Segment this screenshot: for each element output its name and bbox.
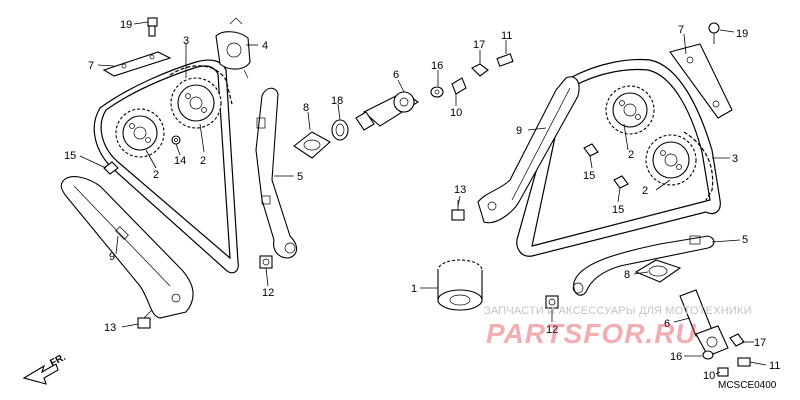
callout-numbers: 19 3 4 7 17 11 16 6 10 8 18 15 14 2 2 5 … xyxy=(64,19,780,382)
callout-15-left: 15 xyxy=(64,150,76,162)
callout-2-right-b: 2 xyxy=(642,185,648,197)
washer-17-top[interactable] xyxy=(471,63,489,77)
front-direction-arrow xyxy=(22,363,59,385)
callout-19-left: 19 xyxy=(120,19,132,31)
callout-2-left-b: 2 xyxy=(200,155,206,167)
tensioner-lifter-6-top[interactable] xyxy=(355,91,419,131)
o-ring-18[interactable] xyxy=(331,119,349,141)
bolt-15-right-a[interactable] xyxy=(583,143,599,157)
chain-guide-top-right[interactable] xyxy=(669,43,733,119)
callout-13-right: 13 xyxy=(454,184,466,196)
callout-8-right: 8 xyxy=(624,269,630,281)
callout-19-right: 19 xyxy=(736,28,748,40)
chain-guide-9-left[interactable] xyxy=(60,176,194,319)
chain-segment-3-right xyxy=(683,131,714,201)
bolt-10-right[interactable] xyxy=(717,367,729,377)
bolt-11-right[interactable] xyxy=(737,357,751,367)
callout-2-right-a: 2 xyxy=(628,149,634,161)
washer-17-right[interactable] xyxy=(729,333,745,347)
callout-10-top: 10 xyxy=(450,107,462,119)
bolt-10-top[interactable] xyxy=(451,77,467,95)
callout-5-right: 5 xyxy=(742,234,748,246)
callout-4: 4 xyxy=(262,40,268,52)
cam-chain-left[interactable] xyxy=(93,59,239,274)
callout-12-left: 12 xyxy=(262,287,274,299)
chain-segment-3-left xyxy=(169,65,233,105)
bolt-13-left[interactable] xyxy=(137,309,153,329)
callout-13-left: 13 xyxy=(104,322,116,334)
callout-1: 1 xyxy=(411,283,417,295)
cam-sprocket-right-upper[interactable] xyxy=(605,85,655,135)
callout-11-top: 11 xyxy=(501,30,512,42)
washer-16-right[interactable] xyxy=(702,350,714,360)
diagram-code: MCSCE0400 xyxy=(718,380,777,391)
bolt-19-right[interactable] xyxy=(708,22,720,44)
callout-3-left: 3 xyxy=(183,35,189,47)
bolt-11-top[interactable] xyxy=(496,53,514,67)
callout-15-right-a: 15 xyxy=(583,170,595,182)
callout-2-left-a: 2 xyxy=(153,169,159,181)
chain-guide-9-right[interactable] xyxy=(477,76,580,224)
callout-7-right: 7 xyxy=(678,24,684,36)
crank-sprocket-1[interactable] xyxy=(437,259,483,311)
callout-12-right: 12 xyxy=(546,324,558,336)
callout-16-top: 16 xyxy=(431,60,443,72)
callout-10-right: 10 xyxy=(703,370,715,382)
tensioner-arm-5-right[interactable] xyxy=(572,235,715,296)
callout-8-top: 8 xyxy=(303,102,309,114)
callout-14: 14 xyxy=(174,155,186,167)
callout-16-right: 16 xyxy=(670,351,682,363)
callout-17-right: 17 xyxy=(754,337,766,349)
leader-lines xyxy=(79,21,767,375)
callout-11-right: 11 xyxy=(769,360,780,372)
watermark-brand: PARTSFOR.RU xyxy=(486,318,697,349)
callout-5-left: 5 xyxy=(297,171,303,183)
bolt-15-right-b[interactable] xyxy=(613,175,629,189)
chain-guide-top-left[interactable] xyxy=(102,51,172,77)
tensioner-lifter-6-right[interactable] xyxy=(679,289,729,357)
callout-15-right-b: 15 xyxy=(612,204,624,216)
cam-chain-left-inner xyxy=(100,65,231,260)
callout-18: 18 xyxy=(331,95,343,107)
plate-4[interactable] xyxy=(215,17,251,79)
cam-sprocket-left-upper[interactable] xyxy=(170,77,222,129)
callout-17-top: 17 xyxy=(473,39,485,51)
washer-16-top[interactable] xyxy=(430,86,444,98)
bolt-13-right[interactable] xyxy=(451,200,465,221)
gasket-8-right[interactable] xyxy=(634,259,682,283)
watermark-text: ЗАПЧАСТИ И АКСЕССУАРЫ ДЛЯ МОТОТЕХНИКИ xyxy=(484,305,752,317)
gasket-8-top[interactable] xyxy=(293,131,331,159)
bolt-14[interactable] xyxy=(171,135,181,145)
callout-7-left: 7 xyxy=(88,60,94,72)
callout-9-right: 9 xyxy=(516,125,522,137)
cam-sprocket-left-lower[interactable] xyxy=(115,108,165,158)
callout-6-top: 6 xyxy=(393,69,399,81)
callout-6-right: 6 xyxy=(664,318,670,330)
bolt-19-left[interactable] xyxy=(147,17,158,37)
tensioner-arm-5-left[interactable] xyxy=(255,87,298,259)
callout-3-right: 3 xyxy=(732,153,738,165)
cam-sprocket-right-lower[interactable] xyxy=(645,134,697,186)
bolt-12-left[interactable] xyxy=(259,255,273,269)
callout-9-left: 9 xyxy=(109,251,115,263)
bolt-15-left[interactable] xyxy=(103,161,119,175)
